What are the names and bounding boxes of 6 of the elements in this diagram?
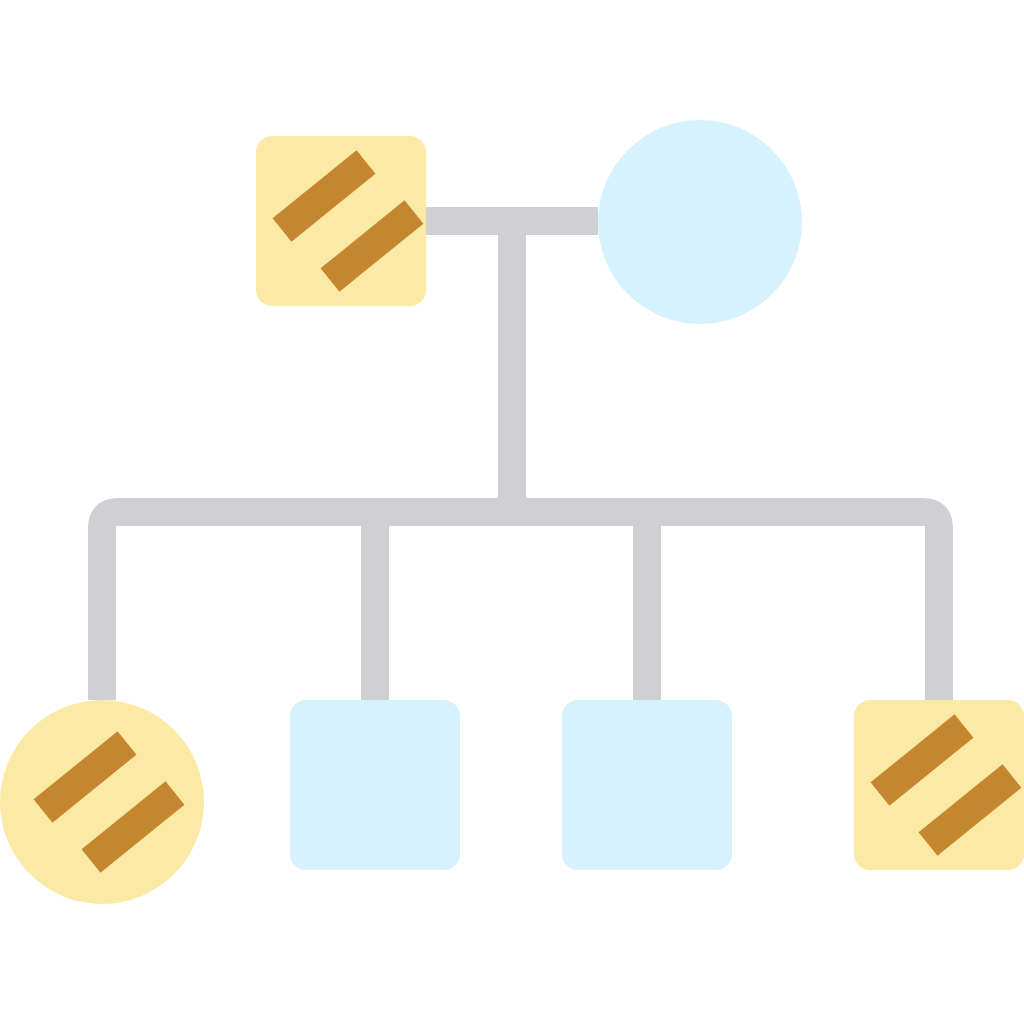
circle-symbol bbox=[598, 120, 802, 324]
square-striped-symbol bbox=[256, 136, 426, 306]
square-striped-symbol bbox=[854, 700, 1024, 870]
square-symbol bbox=[562, 700, 732, 870]
square-symbol bbox=[290, 700, 460, 870]
circle-striped-symbol bbox=[0, 700, 204, 904]
